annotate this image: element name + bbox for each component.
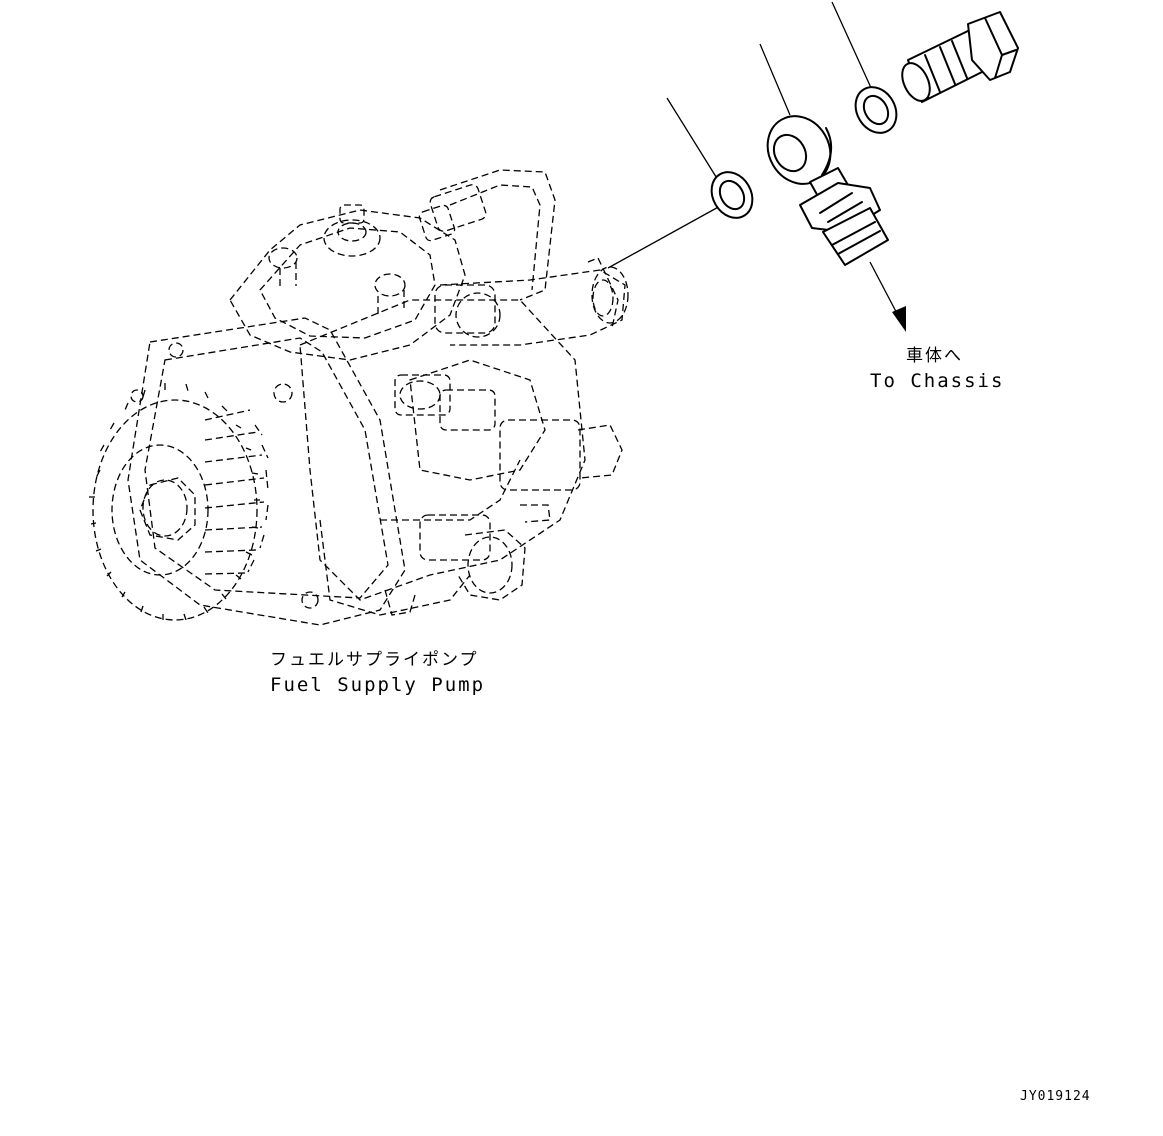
fuel-supply-pump-drawing (89, 169, 629, 626)
to-chassis-label-en: To Chassis (870, 370, 1005, 392)
washer-2 (831, 1, 898, 134)
to-chassis-arrow (869, 261, 906, 332)
to-chassis-label: 車体へ To Chassis (870, 344, 1004, 394)
drive-gear (89, 383, 269, 621)
banjo-bolt (901, 11, 1019, 103)
eye-joint-fitting (759, 43, 889, 266)
to-chassis-label-jp: 車体へ (906, 346, 963, 366)
figure-id: JY019124 (1020, 1089, 1091, 1104)
washer-1 (607, 97, 754, 269)
fuel-supply-pump-label: フュエルサプライポンプ Fuel Supply Pump (270, 648, 485, 698)
fuel-supply-pump-label-jp: フュエルサプライポンプ (270, 650, 479, 670)
fuel-supply-pump-label-en: Fuel Supply Pump (270, 674, 486, 696)
